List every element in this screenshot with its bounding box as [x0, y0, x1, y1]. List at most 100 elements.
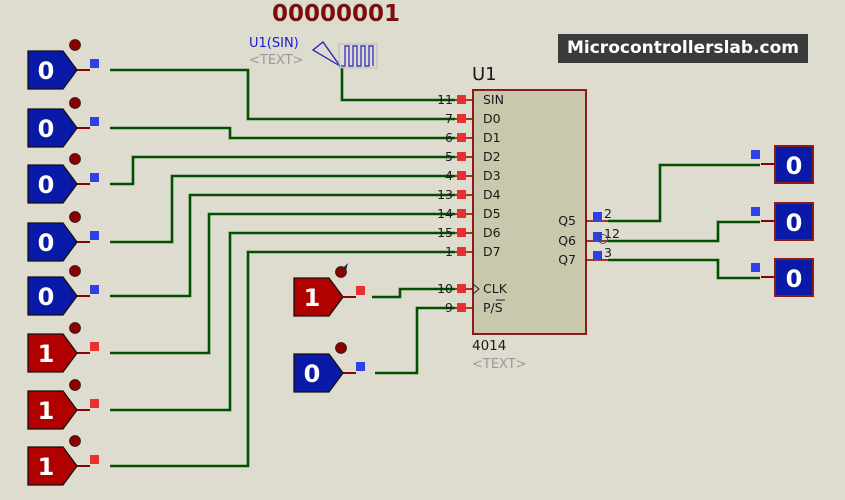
logic-probe-value: 0: [786, 265, 803, 293]
pin-number: 15: [437, 225, 453, 240]
logic-state-body[interactable]: [27, 164, 78, 204]
logic-state-body[interactable]: [27, 276, 78, 316]
pin-state-marker: [356, 286, 365, 295]
toggle-knob-icon[interactable]: [69, 211, 81, 223]
logic-toggle-d4[interactable]: 0: [27, 265, 90, 316]
pin-state-marker: [751, 263, 760, 272]
pin-number: 2: [604, 206, 612, 221]
pin-name-q6: Q6: [558, 233, 576, 248]
wire-sin: [340, 68, 455, 102]
logic-probe-body: [774, 145, 814, 184]
pin-number: 12: [604, 226, 620, 241]
waveform-frame: [338, 43, 378, 69]
pin-state-marker: [90, 285, 99, 294]
pin-state-marker: [457, 209, 466, 218]
pin-state-marker: [751, 150, 760, 159]
pin-name-d3: D3: [483, 168, 501, 183]
pin-number: 5: [445, 149, 453, 164]
logic-toggle-d6[interactable]: 1: [27, 379, 90, 430]
pin-number: 14: [437, 206, 453, 221]
logic-toggle-d2[interactable]: 0: [27, 153, 90, 204]
toggle-knob-icon[interactable]: [335, 342, 347, 354]
pin-state-marker: [457, 171, 466, 180]
logic-toggle-d1[interactable]: 0: [27, 97, 90, 148]
pin-name-q5: Q5: [558, 213, 576, 228]
logic-state-body[interactable]: [27, 446, 78, 486]
logic-toggle-d0[interactable]: 0: [27, 39, 90, 90]
logic-state-body[interactable]: [27, 333, 78, 373]
clock-source-symbol[interactable]: [311, 41, 341, 67]
pin-number: 11: [437, 92, 453, 107]
pin-name-d6: D6: [483, 225, 501, 240]
logic-state-value: 1: [38, 340, 55, 368]
logic-toggle-clk[interactable]: 1: [293, 266, 356, 317]
logic-probe-body: [774, 202, 814, 241]
pin-state-marker: [90, 59, 99, 68]
pin-name-clk: CLK: [483, 281, 508, 296]
toggle-knob-icon[interactable]: [69, 322, 81, 334]
logic-state-value: 0: [38, 57, 55, 85]
logic-state-body[interactable]: [27, 390, 78, 430]
logic-toggle-d7[interactable]: 1: [27, 435, 90, 486]
pin-number: 13: [437, 187, 453, 202]
logic-toggle-d5[interactable]: 1: [27, 322, 90, 373]
pin-state-marker: [457, 114, 466, 123]
pin-probe-icon: [598, 234, 608, 244]
logic-state-value: 0: [38, 229, 55, 257]
logic-toggle-ps[interactable]: 0: [293, 342, 356, 393]
logic-state-value: 1: [304, 284, 321, 312]
logic-state-value: 0: [38, 283, 55, 311]
chip-text-placeholder: <TEXT>: [472, 357, 527, 372]
wire-d1: [110, 126, 455, 140]
toggle-knob-icon[interactable]: [69, 39, 81, 51]
pin-number: 9: [445, 300, 453, 315]
pin-number: 10: [437, 281, 453, 296]
logic-probe-body: [774, 258, 814, 297]
pin-name-d0: D0: [483, 111, 501, 126]
logic-state-value: 1: [38, 397, 55, 425]
clock-source-text-placeholder: <TEXT>: [249, 53, 304, 68]
logic-state-value: 0: [304, 360, 321, 388]
ic-body[interactable]: [472, 89, 587, 335]
logic-state-body[interactable]: [293, 353, 344, 393]
ic-4014-shift-register[interactable]: [472, 89, 587, 335]
chip-part-label: 4014: [472, 338, 506, 354]
logic-toggle-d3[interactable]: 0: [27, 211, 90, 262]
pin-state-marker: [751, 207, 760, 216]
wire-d2: [110, 155, 455, 186]
pin-name-ps: P/S: [483, 300, 503, 315]
watermark-banner: Microcontrollerslab.com: [558, 34, 808, 63]
toggle-knob-icon[interactable]: [335, 266, 347, 278]
logic-state-body[interactable]: [27, 50, 78, 90]
wire-q6: [608, 220, 760, 243]
toggle-knob-icon[interactable]: [69, 265, 81, 277]
logic-state-body[interactable]: [293, 277, 344, 317]
pin-state-marker: [593, 232, 602, 241]
chip-ref-label: U1: [472, 64, 497, 85]
pin-state-marker: [593, 212, 602, 221]
toggle-knob-icon[interactable]: [69, 97, 81, 109]
logic-probe-q5: 0: [761, 145, 814, 184]
toggle-knob-icon[interactable]: [69, 435, 81, 447]
wire-q5: [608, 163, 760, 223]
logic-probe-q7: 0: [761, 258, 814, 297]
logic-state-body[interactable]: [27, 108, 78, 148]
pin-number: 3: [604, 245, 612, 260]
pin-state-marker: [457, 228, 466, 237]
wire-q7: [608, 258, 760, 280]
logic-state-body[interactable]: [27, 222, 78, 262]
pin-state-marker: [457, 190, 466, 199]
logic-state-value: 0: [38, 115, 55, 143]
clock-generator[interactable]: [311, 41, 378, 69]
pin-name-d7: D7: [483, 244, 501, 259]
toggle-knob-icon[interactable]: [69, 379, 81, 391]
pin-state-marker: [457, 95, 466, 104]
pin-state-marker: [90, 117, 99, 126]
pin-name-q7: Q7: [558, 252, 576, 267]
pin-number: 7: [445, 111, 453, 126]
clock-edge-icon: [472, 283, 480, 295]
pin-state-marker: [457, 303, 466, 312]
toggle-knob-icon[interactable]: [69, 153, 81, 165]
pin-state-marker: [90, 399, 99, 408]
